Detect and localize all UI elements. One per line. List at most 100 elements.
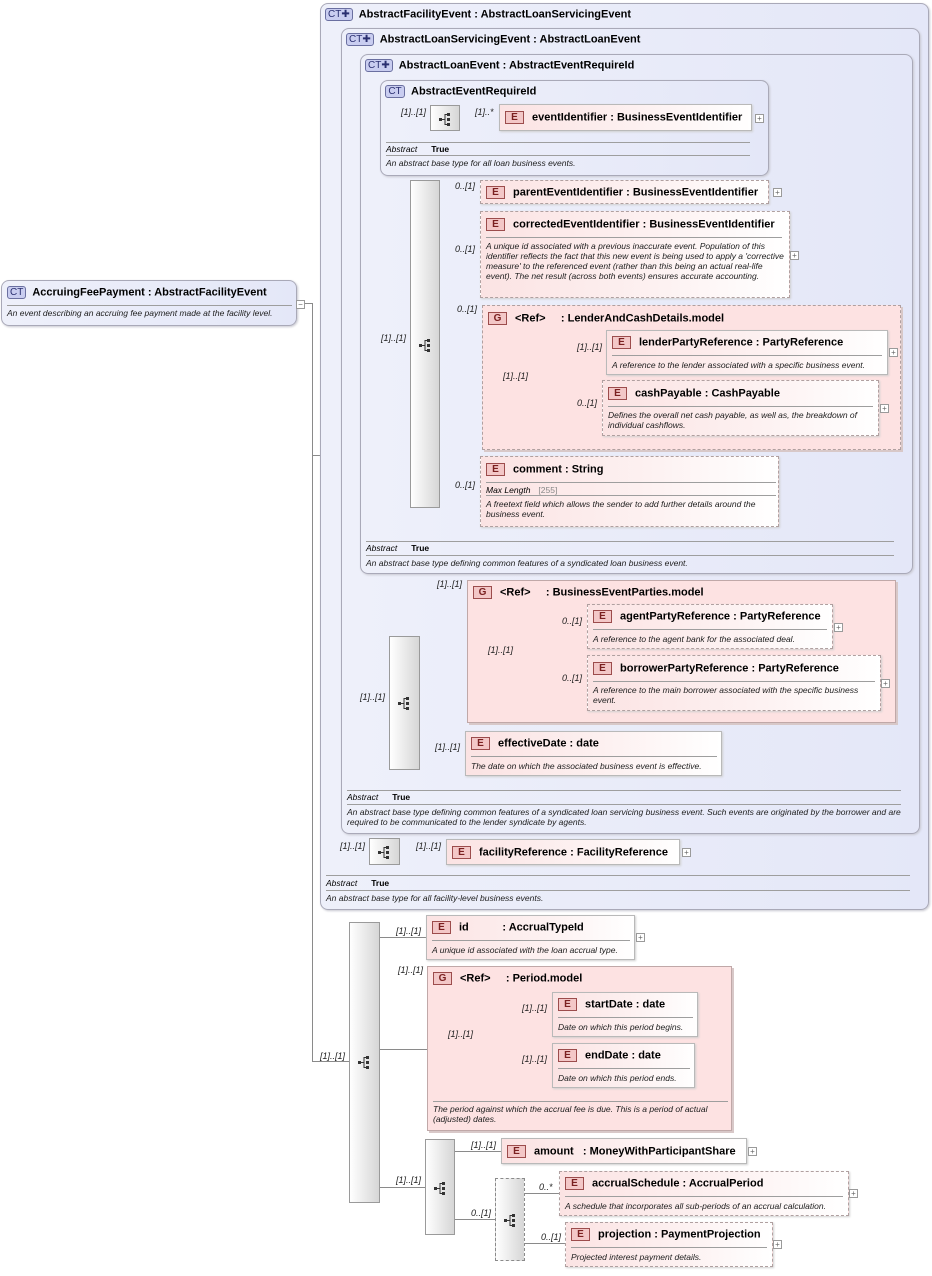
expand-icon[interactable]: +	[682, 848, 691, 857]
expand-icon[interactable]: +	[773, 188, 782, 197]
element-doc: A freetext field which allows the sender…	[486, 499, 756, 519]
loan-event-name: AbstractLoanEvent	[398, 59, 500, 72]
separator	[486, 237, 782, 238]
complex-type-extension-icon: CT✚	[325, 8, 353, 21]
expand-icon[interactable]: +	[889, 348, 898, 357]
root-type-doc: An event describing an accruing fee paym…	[7, 308, 273, 318]
cardinality-label: [1]..[1]	[471, 1140, 497, 1150]
cardinality-label: [1]..[1]	[396, 926, 422, 936]
expand-icon[interactable]: +	[773, 1240, 782, 1249]
expand-icon[interactable]: +	[636, 933, 645, 942]
connector	[312, 303, 313, 1061]
element-icon: E	[608, 387, 627, 400]
sequence-icon	[504, 1214, 515, 1227]
expand-icon[interactable]: +	[880, 404, 889, 413]
expand-icon[interactable]: +	[790, 251, 799, 260]
complex-type-extension-icon: CT✚	[346, 33, 374, 46]
connector	[379, 937, 426, 938]
expand-icon[interactable]: +	[755, 114, 764, 123]
sequence-compositor[interactable]	[389, 636, 420, 770]
separator	[612, 355, 882, 356]
separator	[486, 482, 776, 483]
root-type-name: AccruingFeePayment	[32, 286, 145, 299]
separator	[558, 1017, 693, 1018]
sequence-icon	[398, 697, 409, 710]
cardinality-label: [1]..[1]	[488, 645, 514, 655]
element-doc: A unique id associated with the loan acc…	[432, 945, 618, 955]
separator	[366, 555, 894, 556]
cardinality-label: [1]..[1]	[340, 841, 366, 851]
sequence-icon	[439, 113, 450, 126]
loan-event-base: AbstractEventRequireId	[508, 59, 635, 72]
sequence-compositor[interactable]	[430, 105, 460, 131]
collapse-icon[interactable]: −	[296, 300, 305, 309]
loan-event-doc: An abstract base type defining common fe…	[366, 558, 688, 568]
connector	[312, 1061, 349, 1062]
servicing-event-doc: An abstract base type defining common fe…	[347, 807, 901, 827]
cardinality-label: [1]..[1]	[360, 692, 386, 702]
require-id-name: AbstractEventRequireId	[411, 85, 537, 98]
expand-icon[interactable]: +	[834, 623, 843, 632]
element-doc: Date on which this period begins.	[558, 1022, 684, 1032]
expand-icon[interactable]: +	[748, 1147, 757, 1156]
cardinality-label: [1]..[1]	[522, 1054, 548, 1064]
expand-icon[interactable]: +	[881, 679, 890, 688]
connector	[455, 1219, 495, 1220]
separator	[608, 406, 873, 407]
cardinality-label: [1]..[1]	[577, 342, 603, 352]
element-doc: Date on which this period ends.	[558, 1073, 677, 1083]
separator	[571, 1247, 767, 1248]
sequence-compositor[interactable]	[425, 1139, 455, 1235]
expand-icon[interactable]: +	[849, 1189, 858, 1198]
connector	[379, 1049, 427, 1050]
connector	[312, 455, 321, 456]
servicing-event-base: AbstractLoanEvent	[539, 33, 641, 46]
separator	[558, 1068, 690, 1069]
element-doc: A reference to the agent bank for the as…	[593, 634, 795, 644]
element-doc: A reference to the lender associated wit…	[612, 360, 865, 370]
optional-sequence-compositor[interactable]	[495, 1178, 525, 1261]
sequence-icon	[358, 1056, 369, 1069]
element-icon: E	[571, 1228, 590, 1241]
sequence-compositor[interactable]	[349, 922, 380, 1203]
separator	[486, 495, 776, 496]
root-type-base: AbstractFacilityEvent	[154, 286, 267, 299]
group-icon: G	[473, 586, 492, 599]
facility-event-doc: An abstract base type for all facility-l…	[326, 893, 544, 903]
sequence-compositor[interactable]	[369, 838, 400, 865]
cardinality-label: 0..[1]	[577, 398, 598, 408]
group-icon: G	[433, 972, 452, 985]
cardinality-label: [1]..[1]	[320, 1051, 346, 1061]
sequence-compositor[interactable]	[410, 180, 440, 508]
sequence-icon	[434, 1182, 445, 1195]
sequence-icon	[378, 846, 389, 859]
cardinality-label: 0..[1]	[541, 1232, 562, 1242]
complex-type-icon: CT	[7, 286, 27, 299]
element-doc: A reference to the main borrower associa…	[593, 685, 859, 705]
separator	[565, 1196, 843, 1197]
element-icon: E	[558, 1049, 577, 1062]
element-icon: E	[593, 610, 612, 623]
servicing-event-name: AbstractLoanServicingEvent	[379, 33, 531, 46]
require-id-doc: An abstract base type for all loan busin…	[386, 158, 576, 168]
